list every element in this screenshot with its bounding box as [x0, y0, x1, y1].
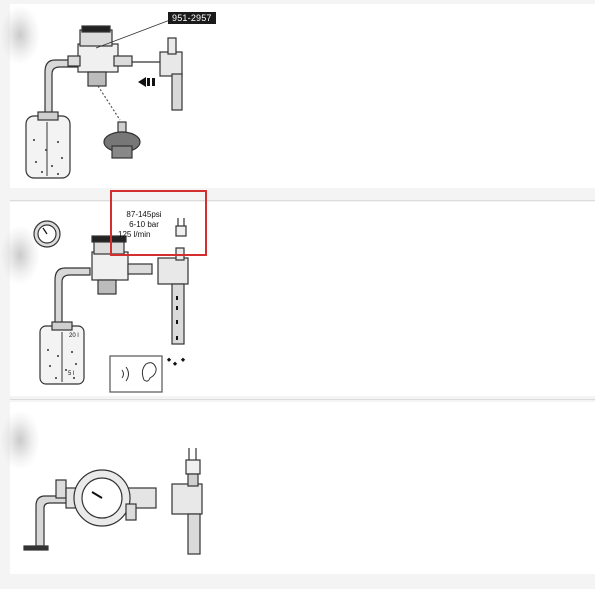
scan-smudge [0, 410, 40, 470]
part-number-label: 951-2957 [168, 12, 216, 24]
scan-smudge [0, 225, 40, 285]
hearing-check-box [109, 355, 163, 393]
divider [10, 200, 595, 201]
step2-diagram [33, 218, 189, 393]
airflow-arrow-icon [138, 77, 155, 87]
pressure-spec: 87-145psi 6-10 bar 125 l/min [118, 210, 178, 240]
tank-mark-high: 20 l [69, 333, 79, 339]
water-tank [25, 115, 71, 179]
sound-waves-icon [121, 366, 129, 382]
divider [10, 399, 595, 400]
pressure-spec-highlight [110, 190, 207, 256]
scan-smudge [0, 5, 40, 65]
ear-icon [141, 362, 157, 382]
step3-diagram [23, 448, 203, 555]
step1-diagram [25, 19, 183, 179]
step-panel-2 [10, 202, 595, 396]
spec-pressure-bar: 6-10 bar [129, 220, 159, 229]
tank-mark-low: 5 l [68, 371, 75, 377]
water-separator [77, 43, 119, 73]
spec-pressure-psi: 87-145psi [126, 210, 162, 219]
airflow-arrow-icon [166, 357, 186, 366]
spec-flow-rate: 125 l/min [118, 230, 151, 239]
water-separator [91, 251, 129, 281]
